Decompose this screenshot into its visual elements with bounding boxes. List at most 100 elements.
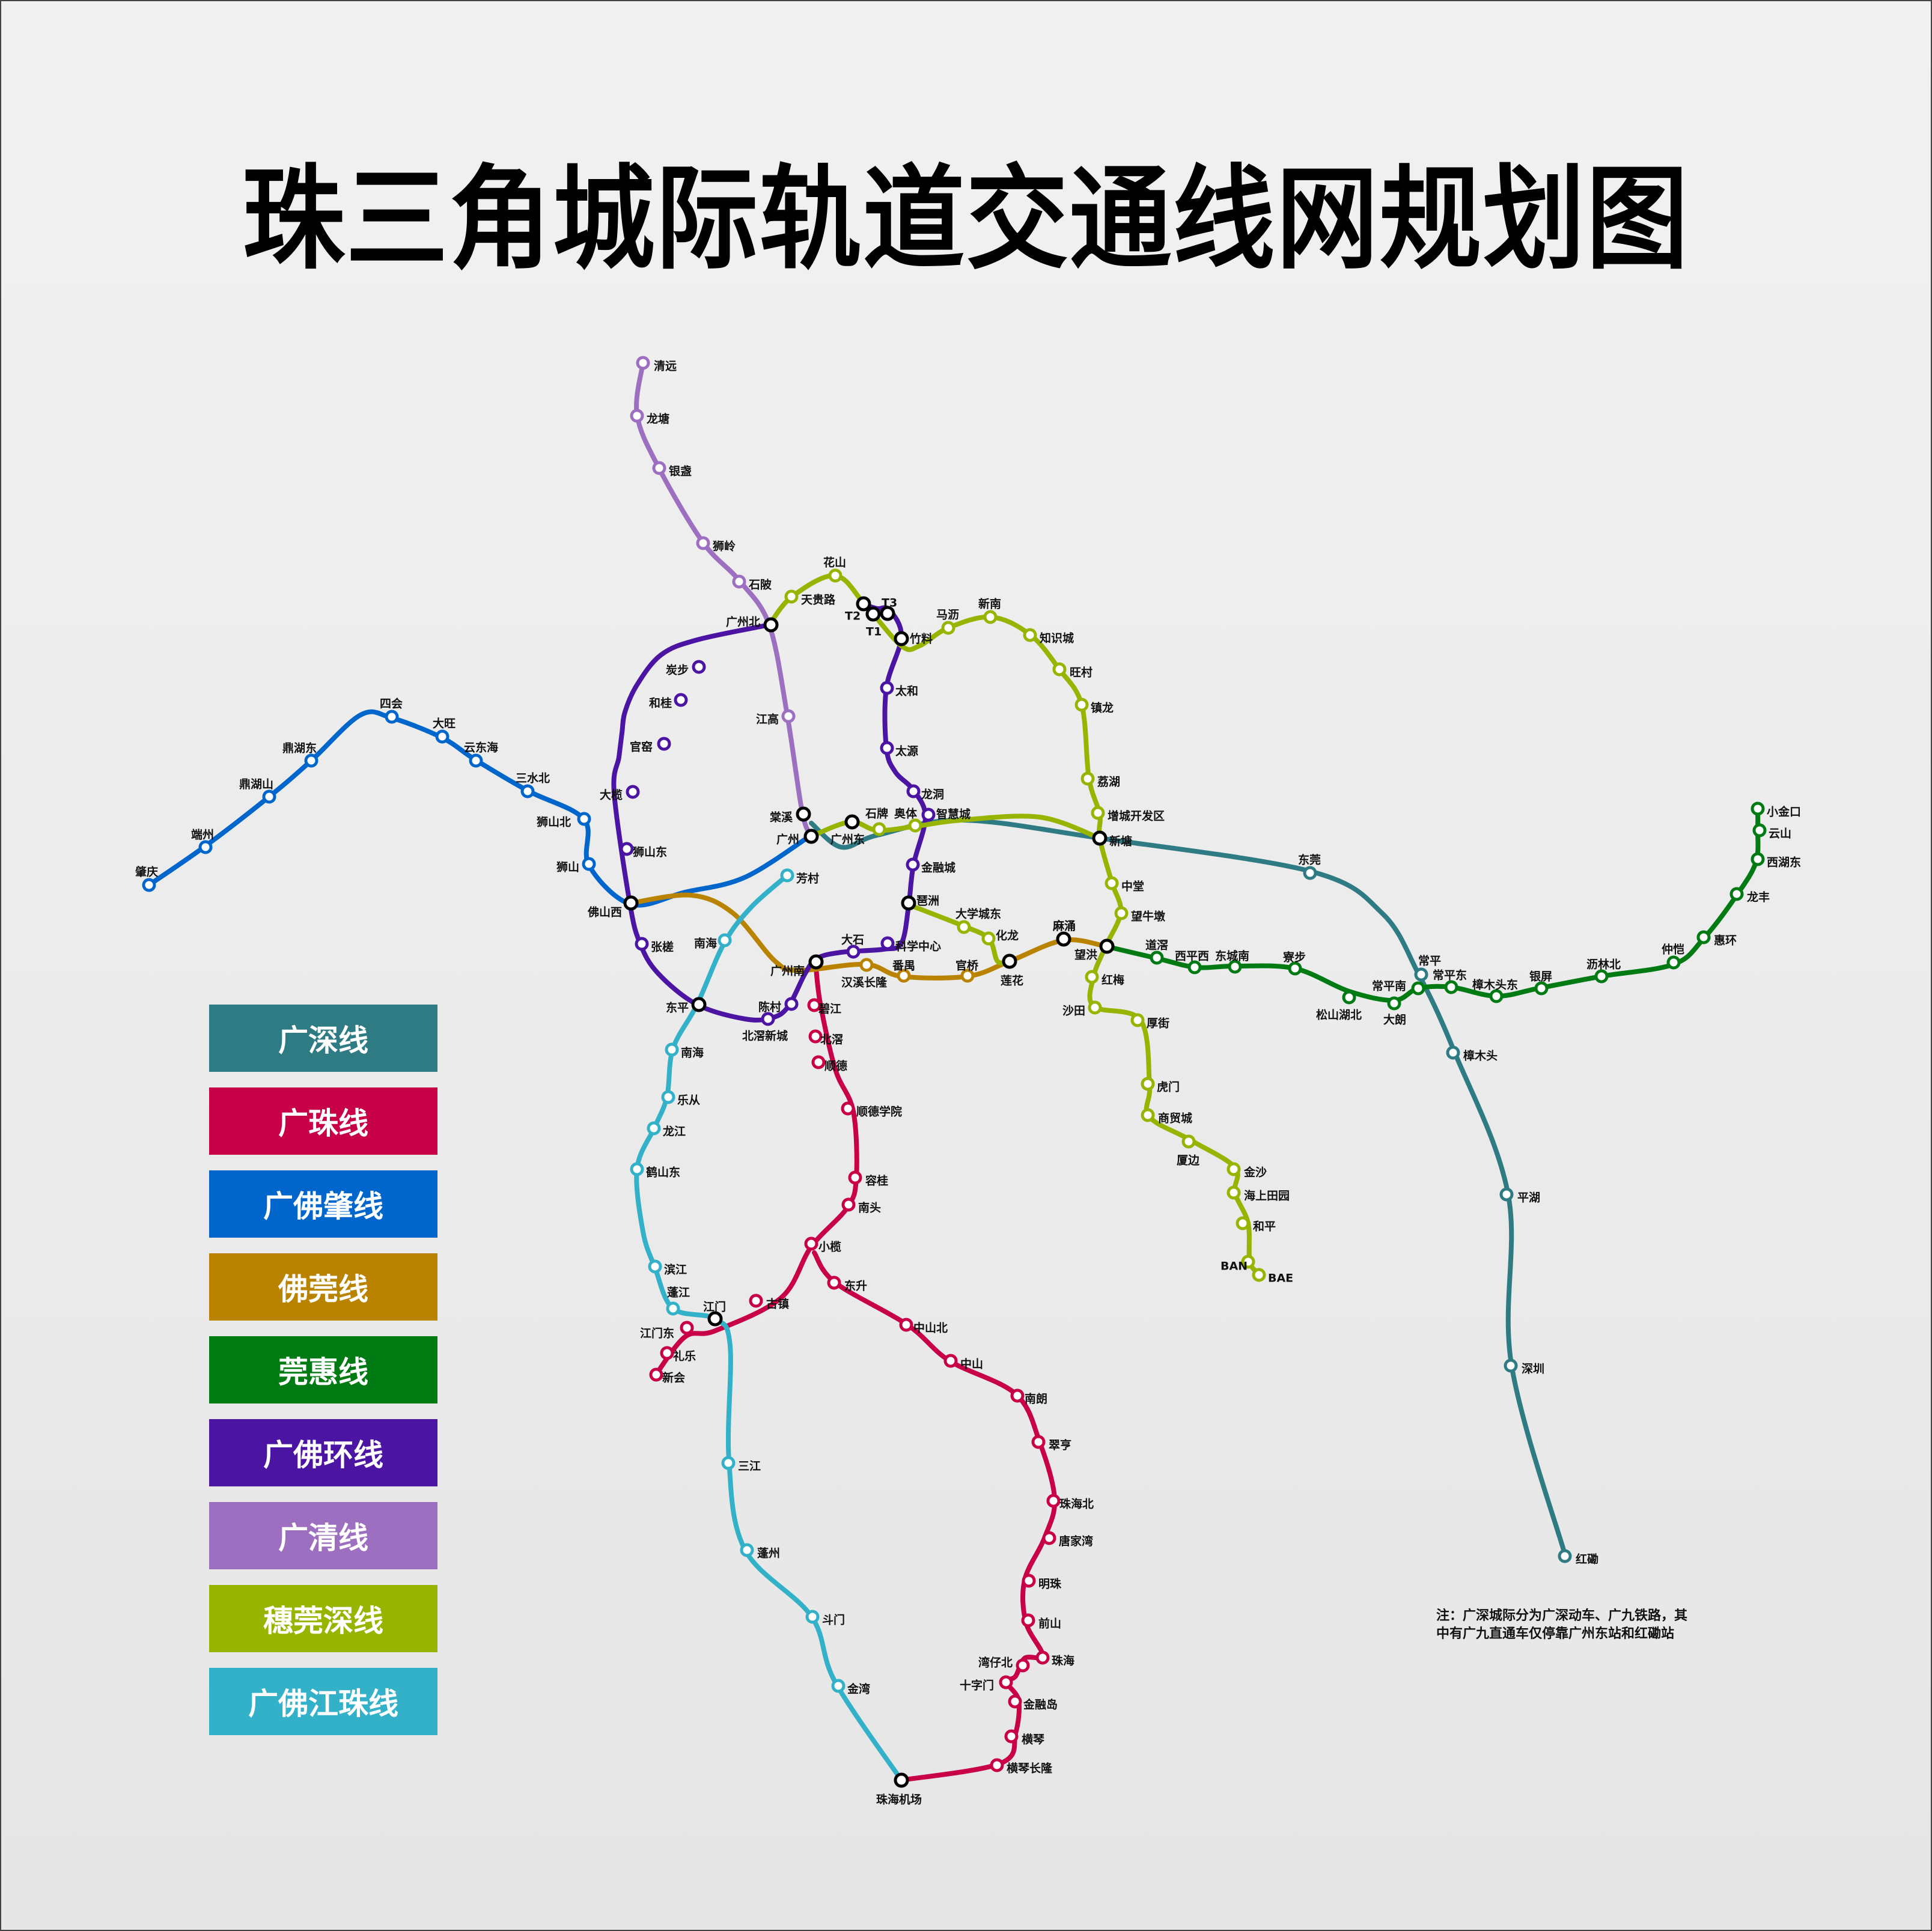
line-path-guangshen [809,817,1568,1558]
station-label: 深圳 [1522,1362,1544,1376]
line-path-guanhui [1103,806,1761,1003]
station-label: 前山 [1038,1617,1061,1631]
station-label: 小金口 [1767,805,1801,819]
station-label: 太和 [895,684,918,698]
station-label: 麻涌 [1052,919,1076,933]
station-label: 礼乐 [673,1349,696,1363]
station-marker [780,868,794,883]
station-marker [804,1236,818,1251]
station-marker [1696,930,1711,944]
station-label: 沙田 [1062,1005,1085,1018]
station-marker [1022,1574,1036,1588]
interchange-label: 竹料 [909,632,933,646]
station-label: 东莞 [1298,853,1321,867]
station-marker [848,1170,862,1185]
station-marker [1236,1216,1250,1230]
station-marker [784,589,799,604]
station-label: 汉溪长隆 [841,976,888,990]
station-label: 太源 [895,744,918,758]
station-marker [1534,981,1549,996]
station-marker [808,1029,823,1044]
station-label: 中堂 [1121,880,1144,893]
interchange-label: 望洪 [1074,948,1097,962]
interchange-marker [707,1311,723,1327]
station-label: 横琴 [1022,1733,1045,1747]
station-label: 肇庆 [135,865,158,879]
station-label: 金融岛 [1023,1698,1058,1712]
station-label: 樟木头 [1463,1049,1498,1063]
station-marker [880,741,894,755]
station-label: 鼎湖山 [239,778,273,791]
station-marker [827,1276,841,1290]
station-label: 横琴长隆 [1007,1762,1053,1775]
line-path-guangzhu [653,959,859,1378]
station-marker [718,933,732,947]
station-marker [1046,1494,1061,1508]
station-label: 红梅 [1102,973,1124,987]
station-label: 海上田园 [1244,1189,1290,1203]
interchange-marker [623,895,639,911]
station-marker [1444,980,1458,994]
station-marker [1004,1729,1019,1744]
station-marker [807,998,821,1012]
station-label: 厦边 [1177,1154,1200,1167]
interchange-label: T2 [845,610,861,623]
station-label: 寮步 [1282,950,1306,964]
legend-item: 广佛肇线 [209,1170,437,1238]
station-label: BAN [1220,1260,1248,1273]
station-label: 虎门 [1157,1080,1180,1094]
interchange-marker [803,829,819,844]
interchange-label: 广州南 [770,964,805,978]
station-label: 厚街 [1147,1017,1169,1030]
station-marker [1252,1268,1266,1282]
station-label: 南头 [858,1202,881,1215]
station-marker [674,693,688,707]
station-marker [1489,989,1504,1003]
interchange-label: 珠海机场 [876,1793,922,1807]
station-label: 珠海北 [1059,1497,1094,1511]
station-label: 樟木头东 [1472,978,1518,992]
station-marker [692,660,706,674]
station-label: 化龙 [996,929,1019,943]
station-label: 常平东 [1433,969,1467,982]
interchange-marker [894,631,909,646]
interchange-label: 新塘 [1109,835,1132,848]
legend-item: 佛莞线 [209,1253,437,1321]
station-label: 银盏 [669,464,692,478]
station-marker [721,1456,736,1470]
station-marker [1091,806,1105,820]
station-label: 顺德 [824,1059,847,1073]
station-label: 新南 [978,597,1001,611]
station-marker [1031,1435,1046,1449]
station-marker [828,568,843,583]
station-label: 龙丰 [1747,890,1770,904]
station-marker [872,822,886,836]
station-label: 金湾 [847,1682,870,1696]
station-marker [304,753,318,768]
legend-item: 广佛环线 [209,1419,437,1486]
station-label: 新会 [662,1371,685,1385]
station-marker [908,818,922,833]
station-marker [846,944,861,959]
station-marker [859,958,874,972]
station-marker [897,969,911,983]
station-marker [749,1294,763,1308]
station-marker [1150,950,1164,965]
station-label: 石陂 [748,578,772,592]
station-marker [626,785,640,799]
station-label: 平湖 [1517,1191,1540,1205]
interchange-marker [691,997,707,1012]
station-label: 清远 [654,359,677,373]
station-label: 端州 [191,828,214,842]
interchange-label: 江门 [703,1300,726,1314]
station-marker [981,931,996,946]
station-label: 马沥 [936,609,959,622]
interchange-marker [1002,953,1017,969]
station-marker [198,840,213,854]
station-marker [880,936,895,950]
station-marker [999,1675,1013,1689]
station-label: 狮山东 [633,845,667,859]
station-marker [1021,1613,1035,1628]
station-marker [1303,866,1317,880]
